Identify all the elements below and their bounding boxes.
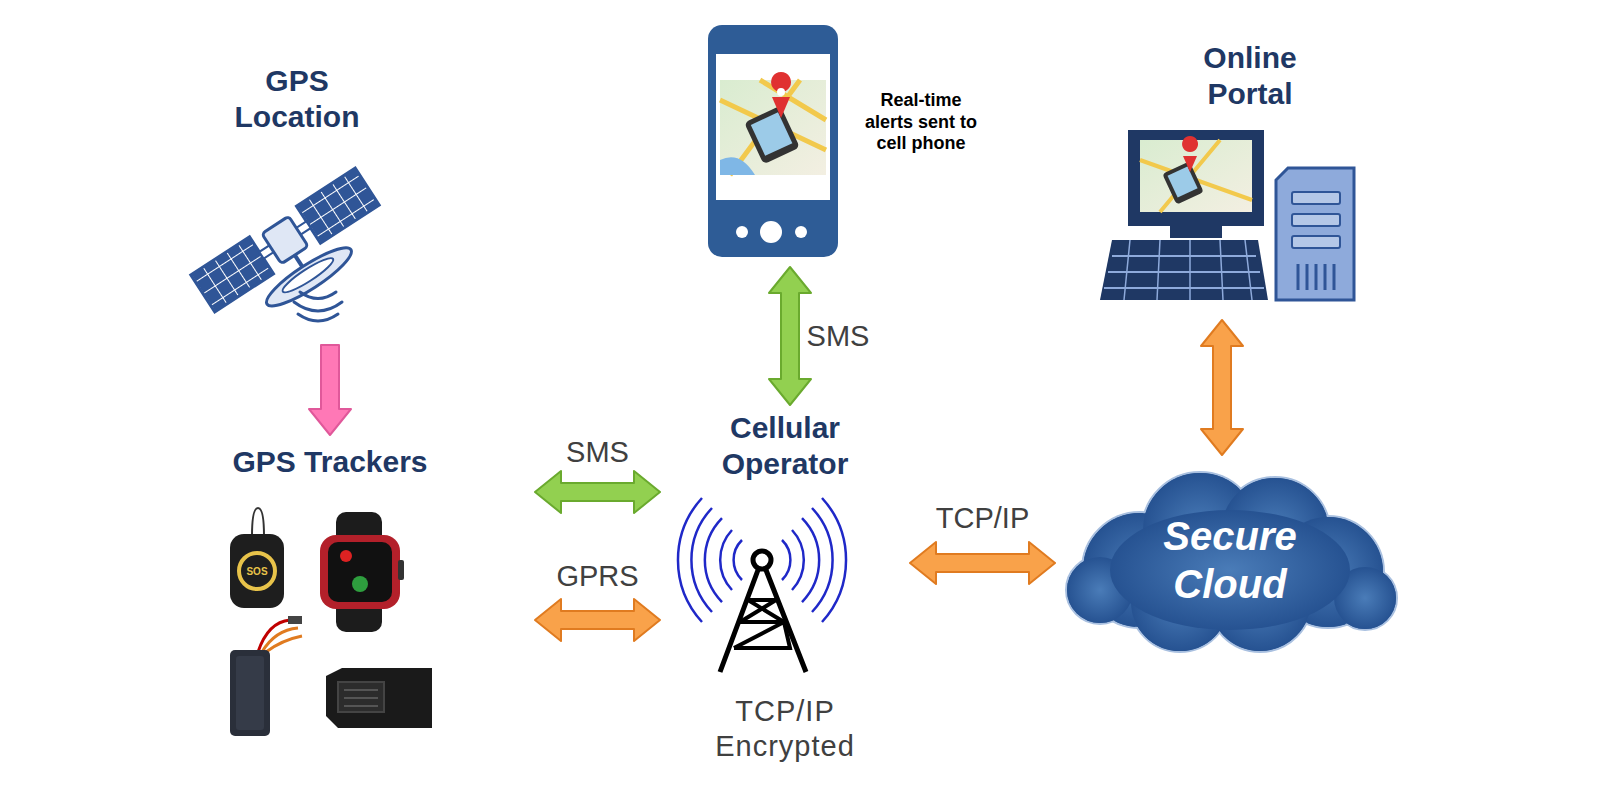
- portal-node: Online Portal: [1105, 40, 1395, 315]
- node-subtext: TCP/IP Encrypted: [705, 694, 865, 764]
- edge-label: TCP/IP: [932, 502, 1033, 535]
- block-arrow: [910, 542, 1055, 584]
- node-heading: Real-time alerts sent to cell phone: [855, 90, 987, 155]
- block-arrow: [535, 471, 660, 513]
- trackers-node: GPS Trackers: [212, 440, 530, 760]
- button-text: SOS: [246, 566, 267, 577]
- node-heading: GPS Trackers: [212, 444, 448, 480]
- computer-icon: [1100, 130, 1354, 300]
- phone-icon: [708, 25, 838, 257]
- edge-label: SMS: [562, 436, 633, 469]
- signal-waves: [294, 292, 342, 321]
- edge-label: GPRS: [552, 560, 642, 593]
- hardwired-tracker: [230, 616, 302, 736]
- block-arrow: [1201, 320, 1243, 455]
- node-heading: Secure Cloud: [1120, 512, 1340, 608]
- phone-node: Real-time alerts sent to cell phone: [705, 22, 1015, 262]
- edge-label: SMS: [803, 320, 874, 353]
- satellite-node: GPS Location: [190, 55, 405, 340]
- cell-tower: [678, 498, 846, 672]
- block-arrow: [309, 345, 351, 435]
- node-heading: Online Portal: [1170, 40, 1330, 112]
- cloud-shape: [1060, 460, 1400, 660]
- node-heading: Cellular Operator: [700, 410, 870, 482]
- tracker-watch: [320, 512, 404, 632]
- sos-pendant: [230, 508, 284, 608]
- block-arrow: [535, 599, 660, 641]
- node-heading: GPS Location: [227, 63, 367, 135]
- cloud-node: Secure Cloud: [1060, 460, 1400, 660]
- operator-node: Cellular OperatorTCP/IP Encrypted: [665, 410, 905, 780]
- satellite: [191, 168, 398, 340]
- obd-tracker: [326, 668, 432, 728]
